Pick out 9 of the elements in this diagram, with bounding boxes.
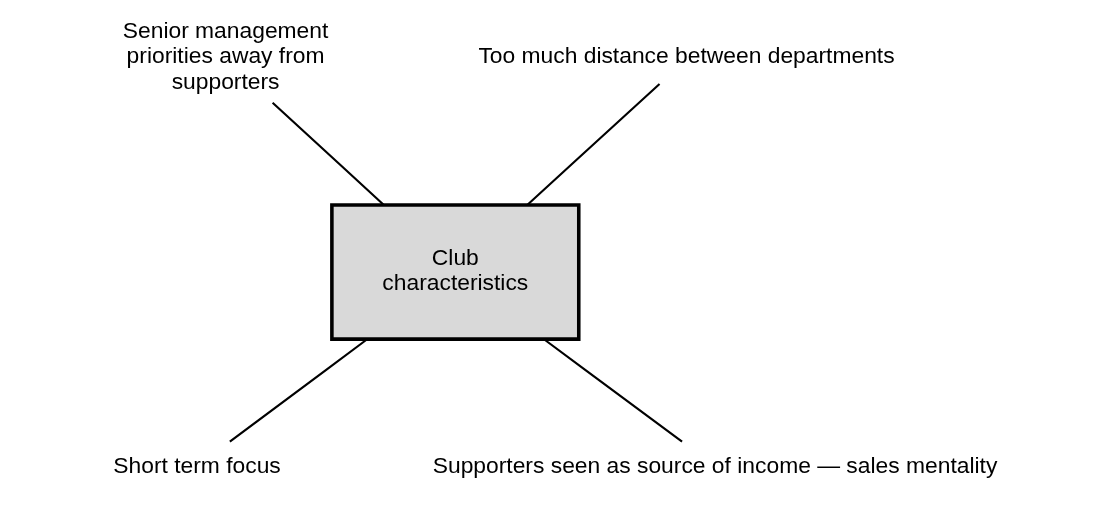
node-box: Club characteristics — [330, 203, 581, 341]
connector — [543, 338, 683, 443]
node-text: Supporters seen as source of income — sales mentality — [432, 451, 998, 478]
node-text: Senior management priorities away from supporters — [122, 16, 329, 95]
connector — [229, 338, 368, 443]
node-text: Too much distance between departments — [478, 42, 895, 69]
connector — [526, 83, 661, 206]
node-text: Short term focus — [113, 451, 281, 478]
connector — [271, 101, 385, 206]
